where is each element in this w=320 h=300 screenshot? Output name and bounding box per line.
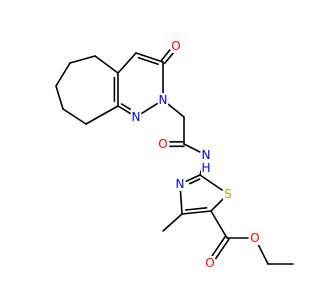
background xyxy=(0,0,300,300)
atom-label-background xyxy=(250,231,260,245)
bond-c9-o1 xyxy=(163,52,175,65)
atom-label-background xyxy=(201,161,211,175)
atom-label-background xyxy=(158,137,168,151)
atom-n3: N xyxy=(201,148,211,162)
atom-label-o: O xyxy=(171,39,180,53)
atom-label-background xyxy=(175,177,185,191)
atom-label-n: N xyxy=(159,93,168,107)
bond-c4-c5 xyxy=(55,85,64,110)
atom-label-s: S xyxy=(224,187,232,201)
bond-n2-c7-inner xyxy=(120,103,131,110)
atom-label-o: O xyxy=(158,137,167,151)
atom-n1: N xyxy=(158,93,168,107)
bond-c2-c3 xyxy=(69,55,96,64)
bond-c12-s1 xyxy=(199,174,223,191)
bond-s1-c13 xyxy=(210,198,224,212)
bond-c16-o3-second xyxy=(215,238,230,260)
atom-n4: N xyxy=(175,177,185,191)
atom-s1: S xyxy=(223,187,233,201)
bond-c9-o1-second xyxy=(160,49,171,62)
bond-c1-c2 xyxy=(94,55,119,74)
bond-n2-c7 xyxy=(117,105,131,115)
atom-label-n: N xyxy=(202,148,211,162)
bond-c11-n3 xyxy=(183,143,201,153)
bond-c3-c4 xyxy=(55,62,71,87)
bond-c14-c15 xyxy=(162,213,183,232)
bond-n4-c12 xyxy=(185,174,201,182)
bond-o4-c17 xyxy=(257,243,269,265)
bond-c8-c9 xyxy=(135,52,164,63)
bond-c1-c8 xyxy=(117,52,137,74)
atom-h3: H xyxy=(201,161,211,175)
bond-c5-c6 xyxy=(62,108,87,125)
bond-c8-c9-inner xyxy=(137,56,159,65)
atom-label-n: N xyxy=(132,110,141,124)
atom-label-background xyxy=(205,256,215,270)
bond-n1-c10 xyxy=(167,103,185,118)
bond-c14-n4 xyxy=(179,190,183,215)
bond-n4-c12-inner xyxy=(189,178,201,185)
bond-layer xyxy=(55,49,294,265)
atom-label-n: N xyxy=(176,177,185,191)
atom-o1: O xyxy=(171,39,181,53)
atom-label-background xyxy=(171,39,181,53)
atom-n2: N xyxy=(131,110,141,124)
atom-label-o: O xyxy=(250,231,259,245)
bond-c13-c14-inner xyxy=(184,207,208,211)
bond-c13-c16 xyxy=(210,210,228,239)
atom-label-h: H xyxy=(201,161,210,175)
bond-c6-c7 xyxy=(85,105,119,125)
atom-o2: O xyxy=(158,137,168,151)
atom-label-background xyxy=(201,148,211,162)
bond-c16-o3 xyxy=(211,235,226,257)
atom-label-o: O xyxy=(205,256,214,270)
atom-label-background xyxy=(131,110,141,124)
atom-o4: O xyxy=(250,231,260,245)
bond-c13-c14 xyxy=(181,210,212,215)
atom-o3: O xyxy=(205,256,215,270)
bond-n1-n2 xyxy=(141,102,158,115)
atom-label-background xyxy=(158,93,168,107)
atom-label-background xyxy=(223,187,233,201)
